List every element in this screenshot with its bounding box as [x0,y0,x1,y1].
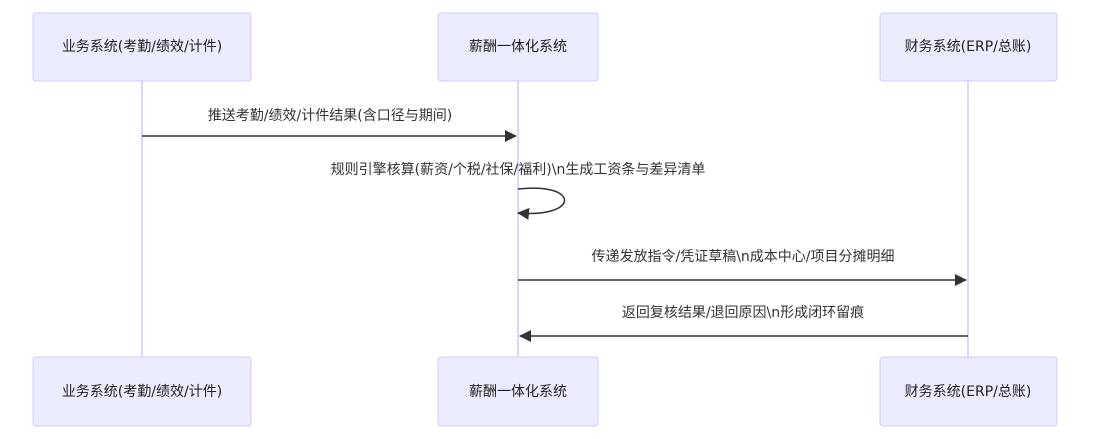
actor-payroll-bottom[interactable]: 薪酬一体化系统 [437,356,599,427]
message-label-1: 推送考勤/绩效/计件结果(含口径与期间) [208,108,452,124]
actor-finance-top[interactable]: 财务系统(ERP/总账) [879,12,1058,82]
actor-label: 财务系统(ERP/总账) [905,384,1032,400]
actor-label: 薪酬一体化系统 [469,384,567,400]
actor-label: 薪酬一体化系统 [469,39,567,55]
message-label-3: 传递发放指令/凭证草稿\n成本中心/项目分摊明细 [591,249,894,265]
message-label-4: 返回复核结果/退回原因\n形成闭环留痕 [622,304,864,321]
actor-payroll-top[interactable]: 薪酬一体化系统 [437,12,599,82]
actor-label: 财务系统(ERP/总账) [905,39,1032,55]
actor-business-top[interactable]: 业务系统(考勤/绩效/计件) [32,12,252,82]
self-message-arrow-2 [517,187,565,220]
actor-finance-bottom[interactable]: 财务系统(ERP/总账) [879,356,1058,427]
actor-label: 业务系统(考勤/绩效/计件) [62,384,222,400]
actor-label: 业务系统(考勤/绩效/计件) [62,39,222,55]
message-label-2: 规则引擎核算(薪资/个税/社保/福利)\n生成工资条与差异清单 [331,161,706,178]
actor-business-bottom[interactable]: 业务系统(考勤/绩效/计件) [32,356,252,427]
